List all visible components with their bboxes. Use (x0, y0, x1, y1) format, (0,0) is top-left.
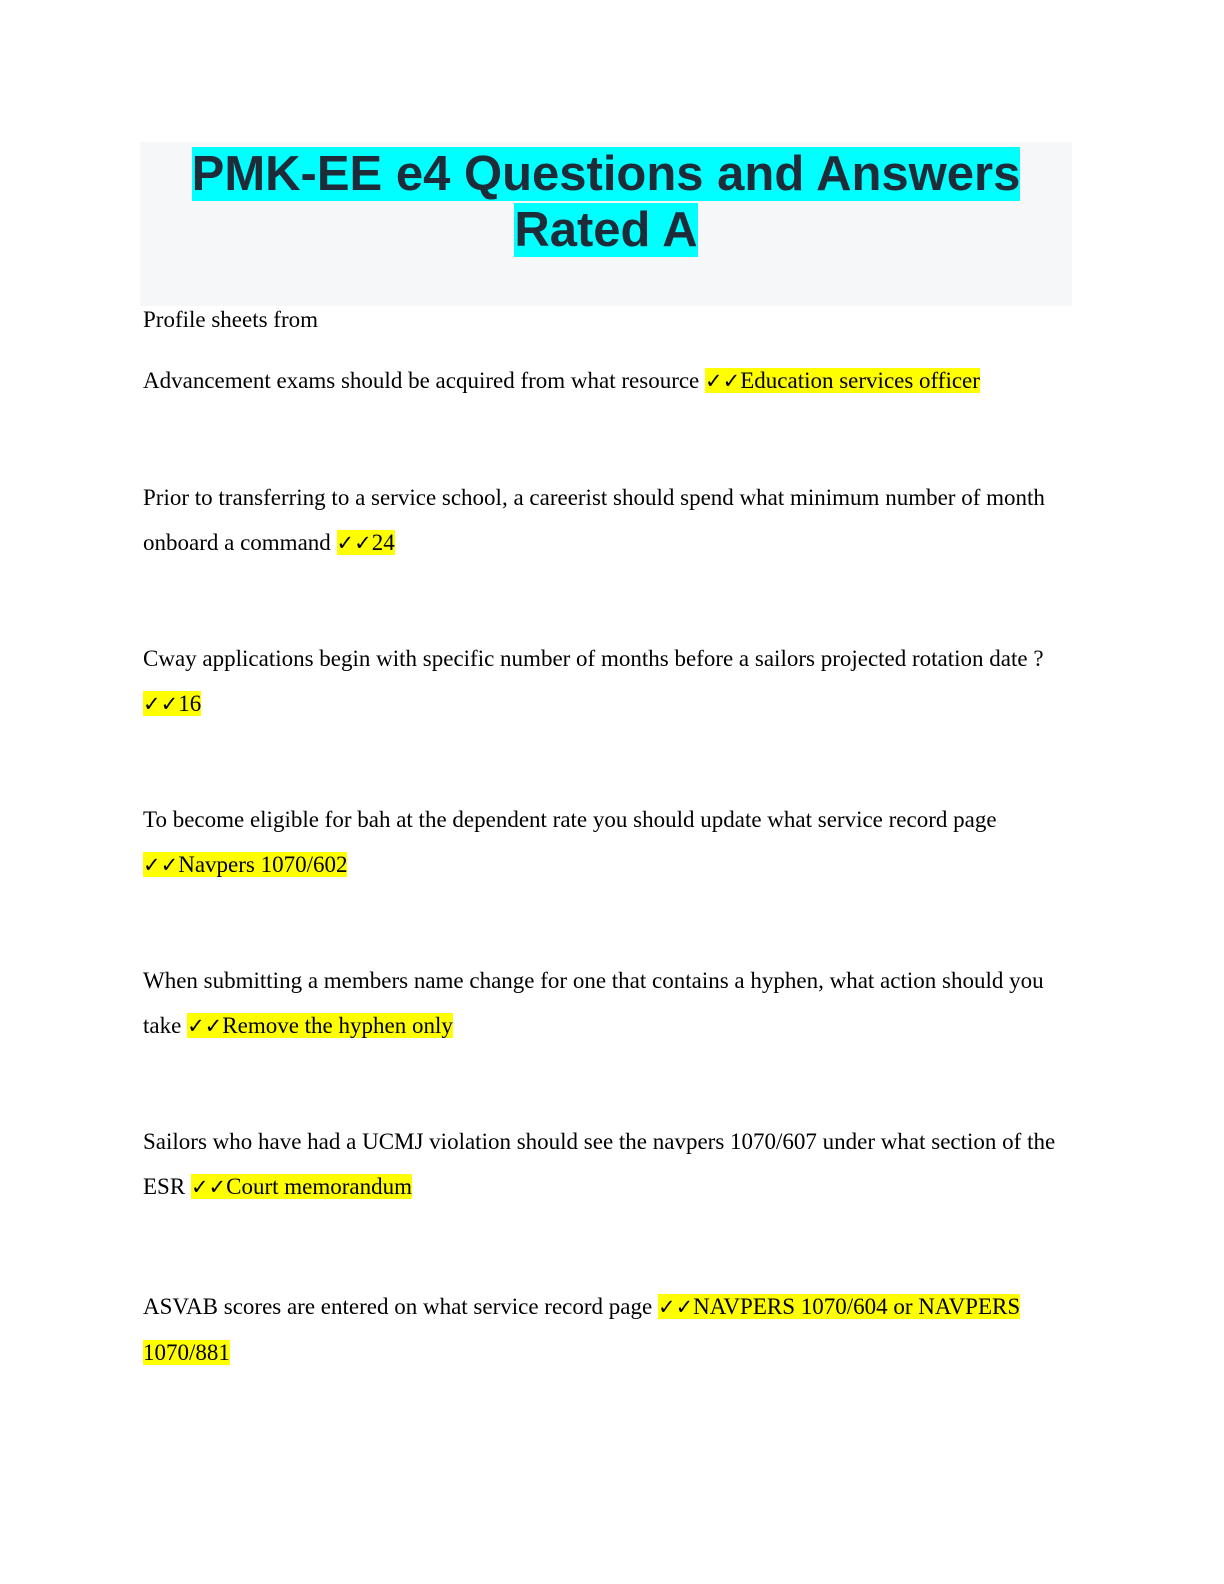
title-banner: PMK-EE e4 Questions and Answers Rated A (140, 142, 1072, 306)
check-mark-icon: ✓✓ (705, 369, 741, 393)
question-text: Cway applications begin with specific nu… (143, 646, 1044, 671)
question-text: To become eligible for bah at the depend… (143, 807, 997, 832)
answer-text: Navpers 1070/602 (178, 852, 348, 877)
question-text: When submitting a members name change fo… (143, 968, 1044, 1038)
answer-highlight: ✓✓Court memorandum (190, 1174, 413, 1199)
title-line-2: Rated A (514, 203, 698, 257)
answer-highlight: ✓✓24 (336, 530, 395, 555)
check-mark-icon: ✓✓ (187, 1014, 223, 1038)
qa-item-3: Cway applications begin with specific nu… (143, 636, 1078, 727)
check-mark-icon: ✓✓ (190, 1175, 227, 1199)
qa-item-4: To become eligible for bah at the depend… (143, 797, 1078, 888)
qa-item-2: Prior to transferring to a service schoo… (143, 475, 1078, 566)
qa-item-6: Sailors who have had a UCMJ violation sh… (143, 1119, 1078, 1210)
question-text: Sailors who have had a UCMJ violation sh… (143, 1129, 1056, 1199)
qa-item-7: ASVAB scores are entered on what service… (143, 1284, 1078, 1375)
document-title: PMK-EE e4 Questions and Answers Rated A (140, 142, 1072, 258)
answer-text: 16 (178, 691, 202, 716)
question-text: ASVAB scores are entered on what service… (143, 1294, 658, 1319)
check-mark-icon: ✓✓ (143, 692, 179, 716)
answer-highlight: ✓✓16 (143, 691, 202, 716)
qa-item-1: Advancement exams should be acquired fro… (143, 358, 1078, 404)
check-mark-icon: ✓✓ (657, 1295, 694, 1319)
answer-text: Education services officer (740, 368, 980, 393)
answer-text: Remove the hyphen only (222, 1013, 453, 1038)
intro-text: Profile sheets from (143, 307, 319, 332)
answer-highlight: ✓✓Remove the hyphen only (187, 1013, 453, 1038)
answer-text: 24 (371, 530, 395, 555)
title-line-1: PMK-EE e4 Questions and Answers (191, 147, 1021, 201)
answer-highlight: ✓✓Education services officer (705, 368, 980, 393)
question-text: Prior to transferring to a service schoo… (143, 485, 1045, 555)
check-mark-icon: ✓✓ (143, 853, 179, 877)
qa-item-5: When submitting a members name change fo… (143, 958, 1078, 1049)
question-text: Advancement exams should be acquired fro… (143, 368, 706, 393)
answer-text: Court memorandum (226, 1174, 413, 1199)
answer-highlight: ✓✓Navpers 1070/602 (143, 852, 348, 877)
answer-text: NAVPERS 1070/604 or NAVPERS 1070/881 (143, 1294, 1021, 1365)
check-mark-icon: ✓✓ (336, 531, 372, 555)
